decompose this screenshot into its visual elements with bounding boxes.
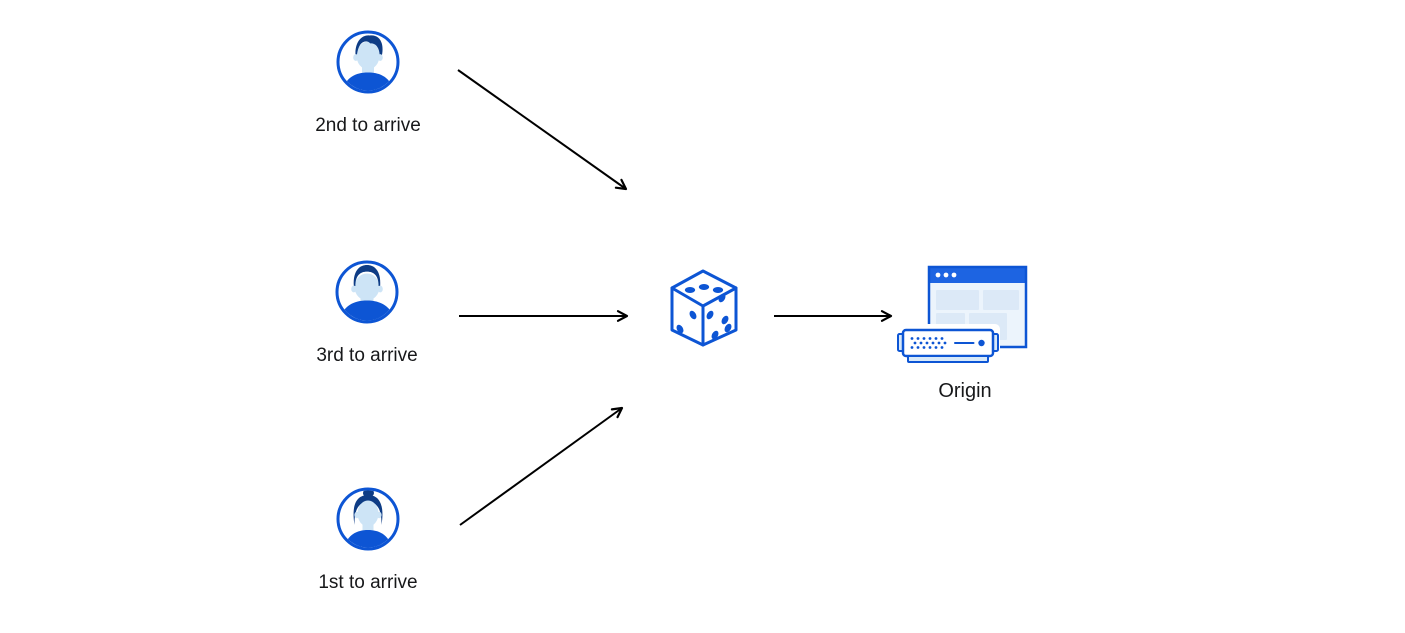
avatar-woman-icon	[336, 487, 400, 551]
node-visitor-third: 3rd to arrive	[287, 259, 447, 367]
avatar-man-2-icon	[335, 260, 399, 324]
origin-server-icon	[896, 265, 1028, 364]
origin-label: Origin	[938, 380, 992, 402]
node-label: 2nd to arrive	[315, 115, 421, 136]
arrow-visitor-first-to-randomizer	[459, 406, 624, 526]
dice-icon	[670, 269, 738, 347]
server-vents	[910, 337, 947, 349]
avatar-man-icon	[336, 30, 400, 94]
node-label: 1st to arrive	[318, 572, 418, 593]
node-label: 3rd to arrive	[316, 345, 418, 366]
node-visitor-second: 2nd to arrive	[288, 29, 448, 137]
arrow-visitor-second-to-randomizer	[457, 69, 628, 191]
browser-titlebar	[929, 267, 1026, 283]
node-visitor-first: 1st to arrive	[288, 486, 448, 594]
server-led	[978, 339, 985, 347]
